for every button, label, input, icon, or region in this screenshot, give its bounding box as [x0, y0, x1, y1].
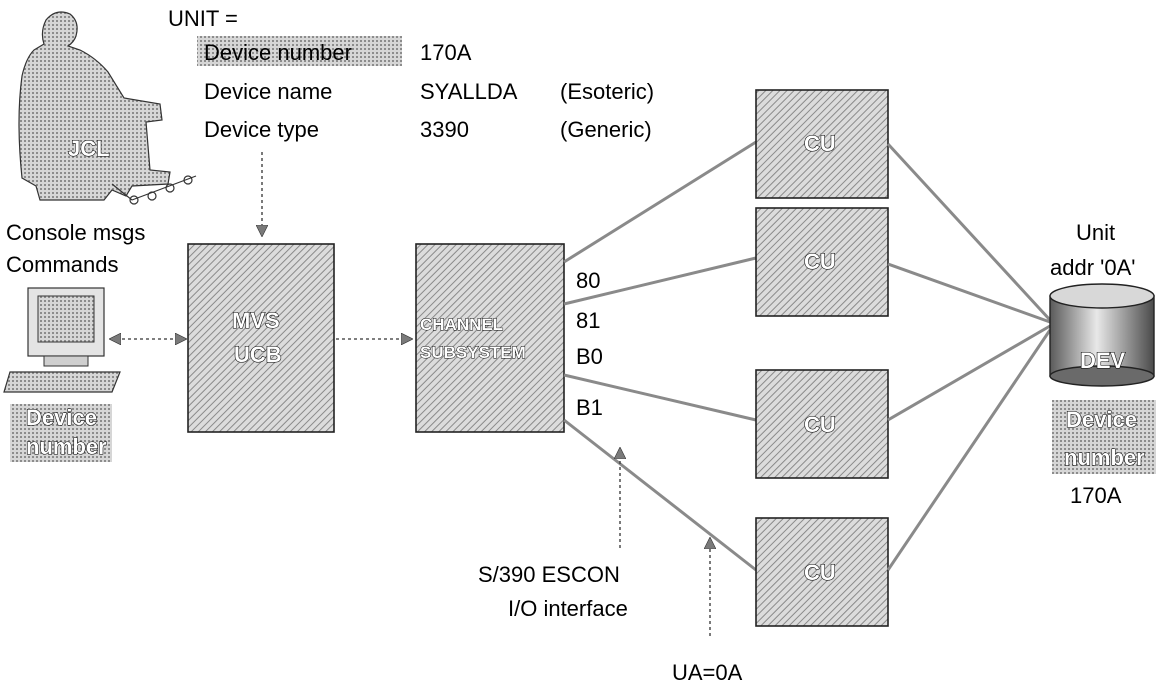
control-unit-2-label: CU [804, 249, 836, 274]
device-number-box-highlight [1052, 400, 1156, 474]
unit-row-device-type-label: Device type [204, 117, 319, 142]
unit-row-device-name-note: (Esoteric) [560, 79, 654, 104]
device-number-line1: Device [1066, 407, 1137, 432]
device-label: DEV [1080, 348, 1126, 373]
mvs-box-line2: UCB [234, 342, 282, 367]
jcl-label: JCL [68, 136, 110, 161]
control-unit-1 [755, 89, 889, 199]
channel-path-b0: B0 [576, 344, 603, 369]
device-unit-line2: addr '0A' [1050, 255, 1135, 280]
unit-heading: UNIT = [168, 6, 238, 31]
channel-box-line1: CHANNEL [420, 315, 503, 334]
device-number-value: 170A [1070, 483, 1122, 508]
channel-box-line2: SUBSYSTEM [420, 343, 526, 362]
console-label-line2: Commands [6, 252, 118, 277]
console-label-line1: Console msgs [6, 220, 145, 245]
ua-label: UA=0A [672, 660, 743, 685]
control-unit-2 [755, 207, 889, 317]
unit-row-device-number-label: Device number [204, 40, 352, 65]
device-number-line2: number [1064, 445, 1145, 470]
device-unit-line1: Unit [1076, 220, 1115, 245]
control-unit-3-label: CU [804, 412, 836, 437]
mvs-ucb-box [187, 243, 335, 433]
jcl-figure-icon [18, 11, 197, 205]
channel-cu-links [563, 140, 757, 572]
control-unit-3 [755, 369, 889, 479]
unit-row-device-name-value: SYALLDA [420, 79, 518, 104]
escon-line2: I/O interface [508, 596, 628, 621]
channel-path-81: 81 [576, 308, 600, 333]
console-device-number-highlight [10, 404, 112, 462]
unit-row-device-type-note: (Generic) [560, 117, 652, 142]
channel-path-80: 80 [576, 268, 600, 293]
console-terminal-icon [3, 287, 121, 393]
mvs-box-line1: MVS [232, 308, 280, 333]
escon-line1: S/390 ESCON [478, 562, 620, 587]
channel-subsystem-box [415, 243, 565, 433]
unit-row-device-number-value: 170A [420, 40, 472, 65]
unit-row-device-name-label: Device name [204, 79, 332, 104]
console-device-number-line2: number [26, 434, 107, 459]
console-device-number-line1: Device [26, 405, 97, 430]
control-unit-4 [755, 517, 889, 627]
control-unit-4-label: CU [804, 560, 836, 585]
disk-cylinder-icon [1049, 283, 1155, 387]
cu-device-links [886, 142, 1052, 571]
channel-path-b1: B1 [576, 395, 603, 420]
device-number-highlight [197, 36, 402, 66]
control-unit-1-label: CU [804, 131, 836, 156]
unit-row-device-type-value: 3390 [420, 117, 469, 142]
